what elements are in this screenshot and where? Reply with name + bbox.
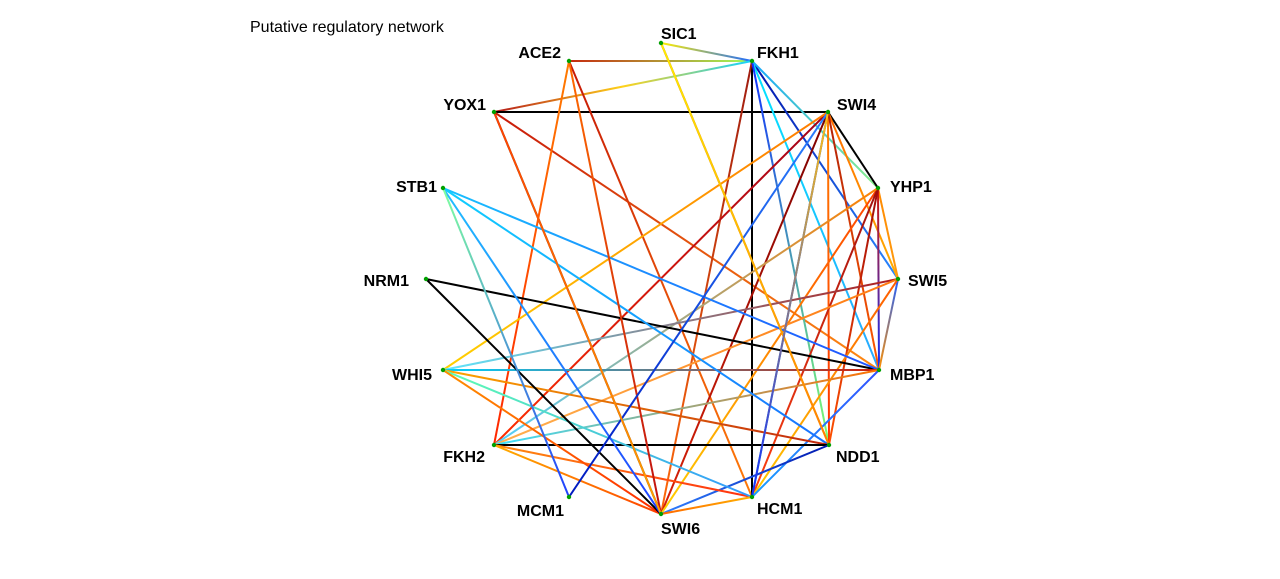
node-dot-ndd1 <box>826 442 832 448</box>
edge-swi6-nrm1 <box>425 278 662 515</box>
node-dot-swi4 <box>825 109 831 115</box>
node-dot-mcm1 <box>566 494 572 500</box>
edge-mcm1-swi4 <box>568 111 829 498</box>
node-label-nrm1: NRM1 <box>364 273 409 290</box>
edge-swi6-yox1 <box>493 111 662 515</box>
edge-mbp1-stb1 <box>442 187 880 371</box>
edge-yox1-fkh1 <box>493 60 753 113</box>
edge-swi4-mbp1 <box>827 111 880 371</box>
node-dot-swi5 <box>895 276 901 282</box>
edge-fkh1-swi6 <box>660 60 753 515</box>
node-dot-yox1 <box>491 109 497 115</box>
edge-yhp1-fkh2 <box>493 187 879 446</box>
node-dot-mbp1 <box>876 367 882 373</box>
edge-swi5-fkh2 <box>493 278 899 446</box>
node-dot-sic1 <box>658 40 664 46</box>
node-label-stb1: STB1 <box>396 179 437 196</box>
edge-mcm1-stb1 <box>442 187 570 498</box>
edge-hcm1-swi4 <box>751 111 829 498</box>
edge-fkh1-mbp1 <box>751 60 880 371</box>
edge-yox1-mbp1 <box>493 111 880 371</box>
edge-hcm1-fkh2 <box>493 444 753 498</box>
node-label-fkh2: FKH2 <box>443 449 485 466</box>
edge-hcm1-swi6 <box>660 496 753 515</box>
edge-yhp1-ndd1 <box>828 187 879 446</box>
node-label-ace2: ACE2 <box>518 45 561 62</box>
edge-yhp1-swi6 <box>660 187 879 515</box>
node-label-yhp1: YHP1 <box>890 179 932 196</box>
edge-swi4-swi5 <box>827 111 899 280</box>
edge-ndd1-stb1 <box>442 187 830 446</box>
edge-swi6-ace2 <box>568 60 662 515</box>
node-dot-stb1 <box>440 185 446 191</box>
node-dot-nrm1 <box>423 276 429 282</box>
node-label-whi5: WHI5 <box>392 367 432 384</box>
edge-ace2-fkh2 <box>493 60 570 446</box>
node-dot-fkh1 <box>749 58 755 64</box>
edge-mbp1-fkh2 <box>493 369 880 446</box>
node-label-hcm1: HCM1 <box>757 501 802 518</box>
node-label-yox1: YOX1 <box>443 97 486 114</box>
node-label-sic1: SIC1 <box>661 26 697 43</box>
edge-mbp1-hcm1 <box>751 369 880 498</box>
node-dot-yhp1 <box>875 185 881 191</box>
node-dot-swi6 <box>658 511 664 517</box>
edge-ndd1-swi6 <box>660 444 830 515</box>
edge-swi6-fkh2 <box>493 444 662 515</box>
node-dot-hcm1 <box>749 494 755 500</box>
edge-swi5-mbp1 <box>878 278 899 371</box>
edge-swi6-whi5 <box>442 369 662 515</box>
node-label-swi5: SWI5 <box>908 273 947 290</box>
edge-sic1-fkh1 <box>660 42 753 62</box>
edge-ndd1-sic1 <box>660 42 830 446</box>
node-label-swi6: SWI6 <box>661 521 700 538</box>
edge-swi5-hcm1 <box>751 278 899 498</box>
node-dot-whi5 <box>440 367 446 373</box>
edge-mbp1-nrm1 <box>425 278 880 371</box>
node-label-ndd1: NDD1 <box>836 449 880 466</box>
chart-title: Putative regulatory network <box>250 19 444 36</box>
edge-swi5-whi5 <box>442 278 899 371</box>
node-layer <box>423 40 901 517</box>
node-dot-ace2 <box>566 58 572 64</box>
edge-swi4-whi5 <box>442 111 829 371</box>
node-label-fkh1: FKH1 <box>757 45 799 62</box>
edge-yhp1-swi5 <box>877 187 899 280</box>
node-label-swi4: SWI4 <box>837 97 876 114</box>
edge-swi4-ndd1 <box>827 111 830 446</box>
node-label-mcm1: MCM1 <box>517 503 564 520</box>
edge-layer <box>425 42 899 515</box>
edge-fkh1-ndd1 <box>751 60 830 446</box>
node-label-mbp1: MBP1 <box>890 367 935 384</box>
edge-fkh1-swi5 <box>751 60 899 280</box>
edge-swi4-yhp1 <box>827 111 879 189</box>
edge-yhp1-mbp1 <box>877 187 880 371</box>
node-dot-fkh2 <box>491 442 497 448</box>
edge-swi6-stb1 <box>442 187 662 515</box>
edge-hcm1-whi5 <box>442 369 753 498</box>
